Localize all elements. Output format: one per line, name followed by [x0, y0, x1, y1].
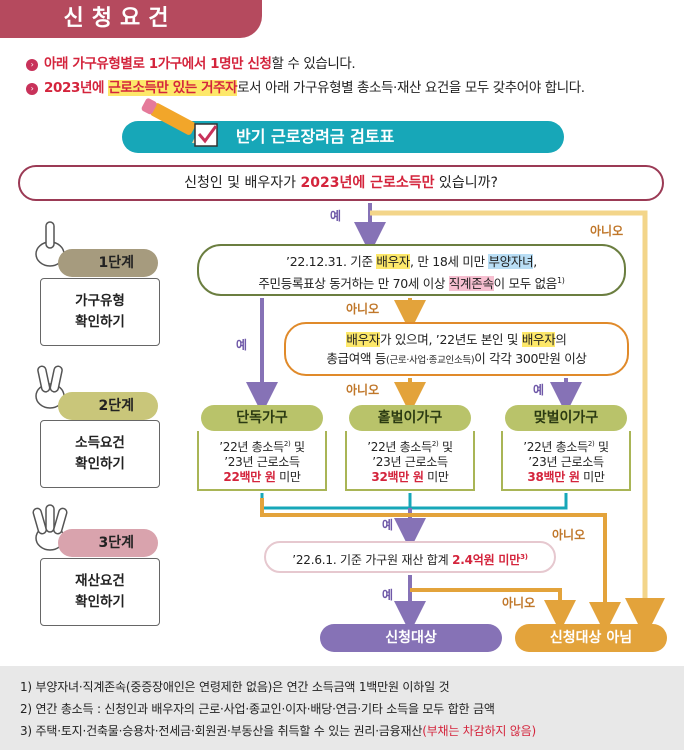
hl-dependent: 부양자녀: [488, 254, 534, 269]
footnote-1: 1) 부양자녀·직계존속(중증장애인은 연령제한 없음)은 연간 소득금액 1백…: [20, 680, 450, 694]
household-single-title: 단독가구: [201, 405, 323, 431]
merge-line-yes: [260, 493, 568, 510]
condition-spouse-income: 배우자가 있으며, ’22년도 본인 및 배우자의 총급여액 등(근로·사업·종…: [284, 322, 629, 376]
title-bar: [0, 0, 262, 38]
result-not-eligible: 신청대상 아님: [515, 624, 667, 652]
label-no-hh: 아니오: [552, 528, 586, 542]
requirement-bullet-2: › 2023년에 근로소득만 있는 거주자로서 아래 가구유형별 총소득·재산 요…: [26, 76, 585, 96]
question-box: 신청인 및 배우자가 2023년에 근로소득만 있습니까?: [18, 165, 664, 201]
stage-1-tag: 1단계: [58, 249, 158, 277]
hl-spouse-2a: 배우자: [346, 332, 380, 347]
arrow-no-c3: [410, 588, 576, 632]
label-yes-c1: 예: [236, 338, 248, 352]
bullet-2-highlight: 근로소득만 있는 거주자: [108, 80, 238, 96]
cond2-line1: 배우자가 있으며, ’22년도 본인 및 배우자의: [346, 332, 567, 347]
chevron-right-icon: ›: [26, 59, 38, 71]
footnote-3: 3) 주택·토지·건축물·승용차·전세금·회원권·부동산을 취득할 수 있는 권…: [20, 724, 536, 738]
footnotes: 1) 부양자녀·직계존속(중증장애인은 연령제한 없음)은 연간 소득금액 1백…: [0, 666, 684, 750]
cond1-line2: 주민등록표상 동거하는 만 70세 이상 직계존속이 모두 없음1): [258, 276, 565, 292]
bullet-1-text: 할 수 있습니다.: [271, 56, 356, 72]
stage-2-line2: 확인하기: [75, 456, 125, 472]
question-emphasis: 2023년에 근로소득만: [300, 175, 435, 191]
bullet-2-year: 2023년에: [44, 80, 109, 96]
stage-3-tag: 3단계: [58, 529, 158, 557]
page-title: 신청요건: [63, 6, 177, 31]
hl-spouse: 배우자: [376, 254, 410, 269]
stage-3-line1: 재산요건: [75, 573, 125, 589]
condition-assets: ’22.6.1. 기준 가구원 재산 합계 2.4억원 미만3): [264, 541, 556, 573]
stage-1-box: 가구유형 확인하기: [40, 278, 160, 346]
hl-spouse-2b: 배우자: [521, 332, 556, 347]
label-no-c3: 아니오: [502, 596, 536, 610]
banner-title: 반기 근로장려금 검토표: [236, 127, 395, 146]
hand-three-icon: [32, 504, 68, 551]
household-single-criteria: ’22년 총소득2) 및 ’23년 근로소득 22백만 원 미만: [197, 431, 327, 491]
label-yes-c2: 예: [533, 383, 545, 397]
bullet-1-emphasis: 아래 가구유형별로 1가구에서 1명만 신청: [44, 56, 272, 72]
label-yes-c3: 예: [382, 588, 394, 602]
question-text: 신청인 및 배우자가: [184, 175, 301, 191]
cond2-line2: 총급여액 등(근로·사업·종교인소득)이 각각 300만원 이상: [326, 351, 587, 366]
label-yes-q: 예: [330, 209, 342, 223]
stage-3-line2: 확인하기: [75, 594, 125, 610]
result-eligible: 신청대상: [320, 624, 502, 652]
label-no-q: 아니오: [590, 224, 624, 238]
arrow-no-q: [370, 210, 648, 616]
stage-1-line1: 가구유형: [75, 293, 125, 309]
stage-2-box: 소득요건 확인하기: [40, 420, 160, 488]
question-tail: 있습니까?: [434, 175, 498, 191]
hl-ancestor: 직계존속: [448, 276, 494, 292]
bullet-2-text: 로서 아래 가구유형별 총소득·재산 요건을 모두 갖추어야 합니다.: [237, 80, 585, 96]
label-yes-hh: 예: [382, 518, 394, 532]
hand-one-icon: [35, 221, 65, 267]
stage-1-line2: 확인하기: [75, 314, 125, 330]
footnote-2: 2) 연간 총소득 : 신청인과 배우자의 근로·사업·종교인·이자·배당·연금…: [20, 702, 495, 716]
cond1-line1: ’22.12.31. 기준 배우자, 만 18세 미만 부양자녀,: [286, 254, 537, 269]
household-single-earner-criteria: ’22년 총소득2) 및 ’23년 근로소득 32백만 원 미만: [345, 431, 475, 491]
stage-2-tag: 2단계: [58, 392, 158, 420]
household-single-earner-title: 홑벌이가구: [349, 405, 471, 431]
label-no-c1: 아니오: [346, 302, 380, 316]
stage-3-box: 재산요건 확인하기: [40, 558, 160, 626]
label-no-c2: 아니오: [346, 383, 380, 397]
chevron-right-icon: ›: [26, 83, 38, 95]
arrow-no-hh: [260, 498, 607, 616]
household-dual-earner-criteria: ’22년 총소득2) 및 ’23년 근로소득 38백만 원 미만: [501, 431, 631, 491]
condition-household-type: ’22.12.31. 기준 배우자, 만 18세 미만 부양자녀, 주민등록표상…: [197, 244, 626, 296]
requirement-bullet-1: › 아래 가구유형별로 1가구에서 1명만 신청할 수 있습니다.: [26, 52, 356, 72]
stage-2-line1: 소득요건: [75, 435, 125, 451]
household-dual-earner-title: 맞벌이가구: [505, 405, 627, 431]
